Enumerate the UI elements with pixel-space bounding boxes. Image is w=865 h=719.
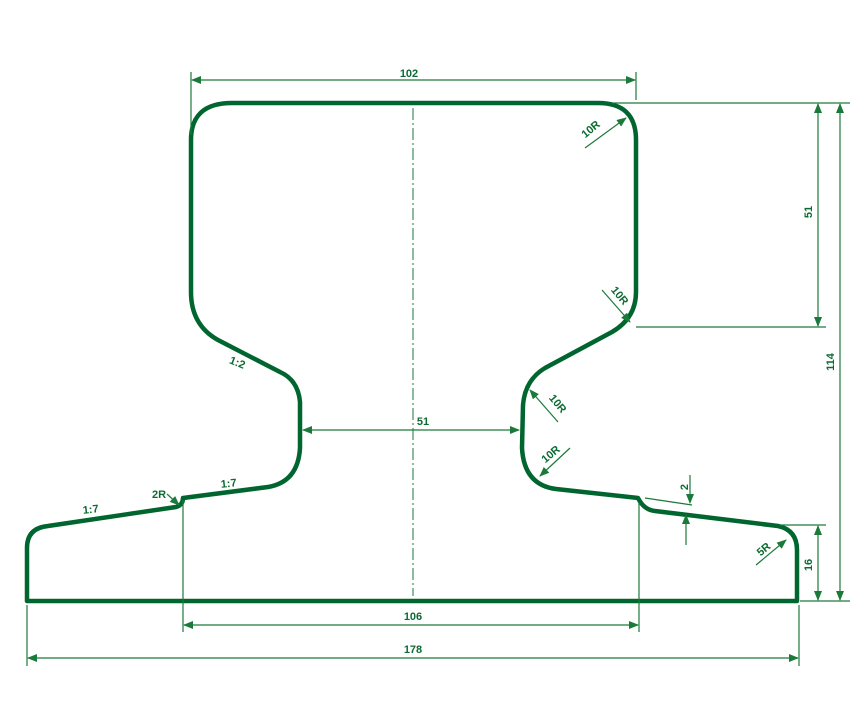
radius-leader-foot-tip: [755, 539, 787, 566]
label-total-height: 114: [825, 352, 837, 371]
radius-leader-head-lower: [601, 289, 631, 323]
extension-lines: [26, 72, 850, 666]
radius-leader-foot-notch: [166, 493, 180, 506]
label-head-height: 51: [803, 206, 815, 218]
radius-leader-head-top: [584, 117, 627, 149]
label-base-width: 178: [404, 644, 422, 656]
label-slope-foot-inner: 1:7: [220, 477, 237, 491]
label-offset: 2: [679, 484, 691, 490]
rail-profile-outline: [24, 100, 800, 604]
label-radius-foot-notch: 2R: [152, 489, 166, 501]
label-slope-foot-outer: 1:7: [82, 503, 99, 517]
label-radius-head-lower: 10R: [608, 284, 630, 307]
label-base-inner: 106: [404, 611, 422, 623]
label-head-width: 102: [400, 68, 418, 80]
label-radius-foot-tip: 5R: [755, 541, 774, 559]
label-radius-web-lower: 10R: [539, 444, 562, 466]
radius-leader-web-upper: [529, 389, 559, 423]
radius-leader-web-lower: [539, 447, 571, 477]
label-slope-head-under: 1:2: [228, 355, 247, 372]
label-foot-thickness: 16: [803, 559, 815, 571]
label-web-width: 51: [417, 416, 429, 428]
